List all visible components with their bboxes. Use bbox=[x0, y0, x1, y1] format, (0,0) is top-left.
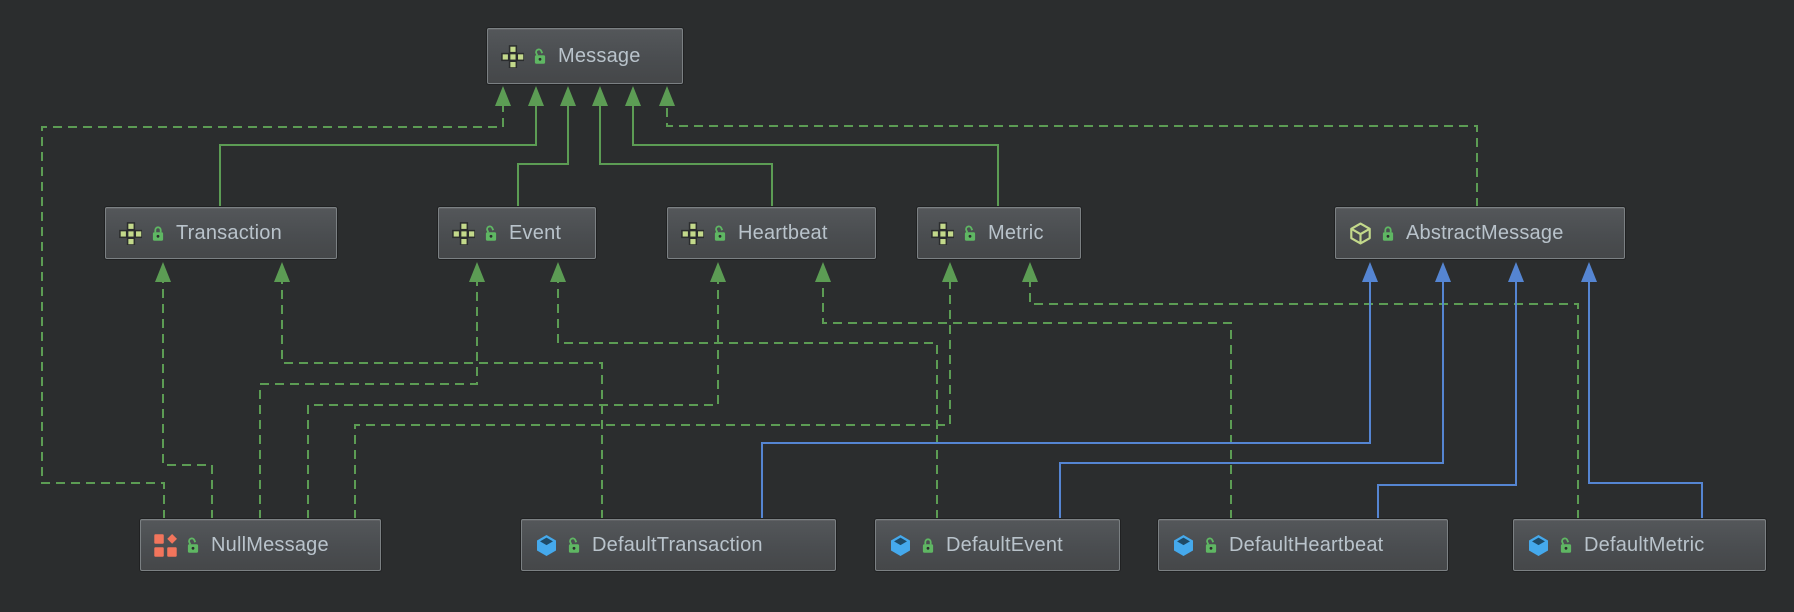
edge-defaultheartbeat-extends-abstractmessage bbox=[1377, 282, 1517, 519]
edge-nullmessage-implements-transaction bbox=[162, 282, 213, 519]
node-label: Metric bbox=[988, 221, 1044, 244]
edge-nullmessage-implements-event bbox=[259, 282, 478, 519]
node-heartbeat[interactable]: Heartbeat bbox=[667, 207, 876, 259]
edge-defaulttransaction-extends-abstractmessage bbox=[761, 282, 1371, 519]
edge-defaultmetric-implements-metric-arrowhead bbox=[1022, 262, 1038, 282]
abstract-class-icon bbox=[1350, 222, 1371, 244]
lock-icon bbox=[1382, 225, 1394, 241]
node-label: DefaultMetric bbox=[1584, 533, 1705, 556]
edge-defaultevent-extends-abstractmessage bbox=[1059, 282, 1444, 519]
node-default-transaction[interactable]: DefaultTransaction bbox=[521, 519, 836, 571]
lock-icon bbox=[534, 48, 546, 64]
node-abstract-message[interactable]: AbstractMessage bbox=[1335, 207, 1625, 259]
edge-nullmessage-implements-transaction-arrowhead bbox=[155, 262, 171, 282]
node-label: Event bbox=[509, 221, 562, 244]
edge-nullmessage-implements-heartbeat-arrowhead bbox=[710, 262, 726, 282]
edge-abstractmessage-implements-message bbox=[666, 106, 1478, 207]
lock-icon bbox=[964, 225, 976, 241]
edge-defaultevent-implements-event-arrowhead bbox=[550, 262, 566, 282]
edge-heartbeat-extends-message bbox=[599, 106, 773, 207]
edge-defaulttransaction-implements-transaction-arrowhead bbox=[274, 262, 290, 282]
node-default-event[interactable]: DefaultEvent bbox=[875, 519, 1120, 571]
node-default-metric[interactable]: DefaultMetric bbox=[1513, 519, 1766, 571]
node-label: DefaultHeartbeat bbox=[1229, 533, 1384, 556]
node-label: Message bbox=[558, 44, 641, 67]
edge-defaultheartbeat-implements-heartbeat bbox=[822, 282, 1232, 519]
class-icon bbox=[1174, 534, 1193, 556]
lock-icon bbox=[1205, 537, 1217, 553]
node-label: DefaultEvent bbox=[946, 533, 1063, 556]
edge-abstractmessage-implements-message-arrowhead bbox=[659, 86, 675, 106]
edge-defaultmetric-implements-metric bbox=[1029, 282, 1579, 519]
lock-icon bbox=[187, 537, 199, 553]
edge-heartbeat-extends-message-arrowhead bbox=[592, 86, 608, 106]
interface-icon bbox=[119, 221, 142, 245]
node-null-message[interactable]: NullMessage bbox=[140, 519, 381, 571]
edge-event-extends-message bbox=[517, 106, 569, 207]
lock-icon bbox=[485, 225, 497, 241]
edge-defaultevent-implements-event bbox=[557, 282, 938, 519]
edge-defaultheartbeat-extends-abstractmessage-arrowhead bbox=[1508, 262, 1524, 282]
class-icon bbox=[537, 534, 556, 556]
edge-defaulttransaction-implements-transaction bbox=[281, 282, 603, 519]
node-label: AbstractMessage bbox=[1406, 221, 1564, 244]
edge-nullmessage-implements-message-arrowhead bbox=[495, 86, 511, 106]
node-label: NullMessage bbox=[211, 533, 329, 556]
lock-icon bbox=[568, 537, 580, 553]
node-default-heartbeat[interactable]: DefaultHeartbeat bbox=[1158, 519, 1448, 571]
interface-icon bbox=[501, 44, 524, 68]
edge-metric-extends-message-arrowhead bbox=[625, 86, 641, 106]
edge-defaultheartbeat-implements-heartbeat-arrowhead bbox=[815, 262, 831, 282]
node-label: Heartbeat bbox=[738, 221, 828, 244]
edge-nullmessage-implements-message bbox=[41, 106, 504, 519]
edge-transaction-extends-message-arrowhead bbox=[528, 86, 544, 106]
object-icon bbox=[154, 533, 177, 557]
interface-icon bbox=[452, 221, 475, 245]
edge-nullmessage-implements-metric bbox=[354, 282, 951, 519]
edge-defaultmetric-extends-abstractmessage-arrowhead bbox=[1581, 262, 1597, 282]
lock-icon bbox=[152, 225, 164, 241]
class-icon bbox=[1529, 534, 1548, 556]
edge-defaultevent-extends-abstractmessage-arrowhead bbox=[1435, 262, 1451, 282]
node-transaction[interactable]: Transaction bbox=[105, 207, 337, 259]
edge-nullmessage-implements-heartbeat bbox=[307, 282, 719, 519]
node-event[interactable]: Event bbox=[438, 207, 596, 259]
edge-nullmessage-implements-event-arrowhead bbox=[469, 262, 485, 282]
edge-transaction-extends-message bbox=[219, 106, 537, 207]
interface-icon bbox=[681, 221, 704, 245]
edge-event-extends-message-arrowhead bbox=[560, 86, 576, 106]
edge-defaultmetric-extends-abstractmessage bbox=[1588, 282, 1703, 519]
node-message[interactable]: Message bbox=[487, 28, 683, 84]
edge-metric-extends-message bbox=[632, 106, 999, 207]
lock-icon bbox=[1560, 537, 1572, 553]
node-label: DefaultTransaction bbox=[592, 533, 763, 556]
node-label: Transaction bbox=[176, 221, 282, 244]
edge-nullmessage-implements-metric-arrowhead bbox=[942, 262, 958, 282]
lock-icon bbox=[714, 225, 726, 241]
class-icon bbox=[891, 534, 910, 556]
node-metric[interactable]: Metric bbox=[917, 207, 1081, 259]
edge-defaulttransaction-extends-abstractmessage-arrowhead bbox=[1362, 262, 1378, 282]
interface-icon bbox=[931, 221, 954, 245]
lock-icon bbox=[922, 537, 934, 553]
